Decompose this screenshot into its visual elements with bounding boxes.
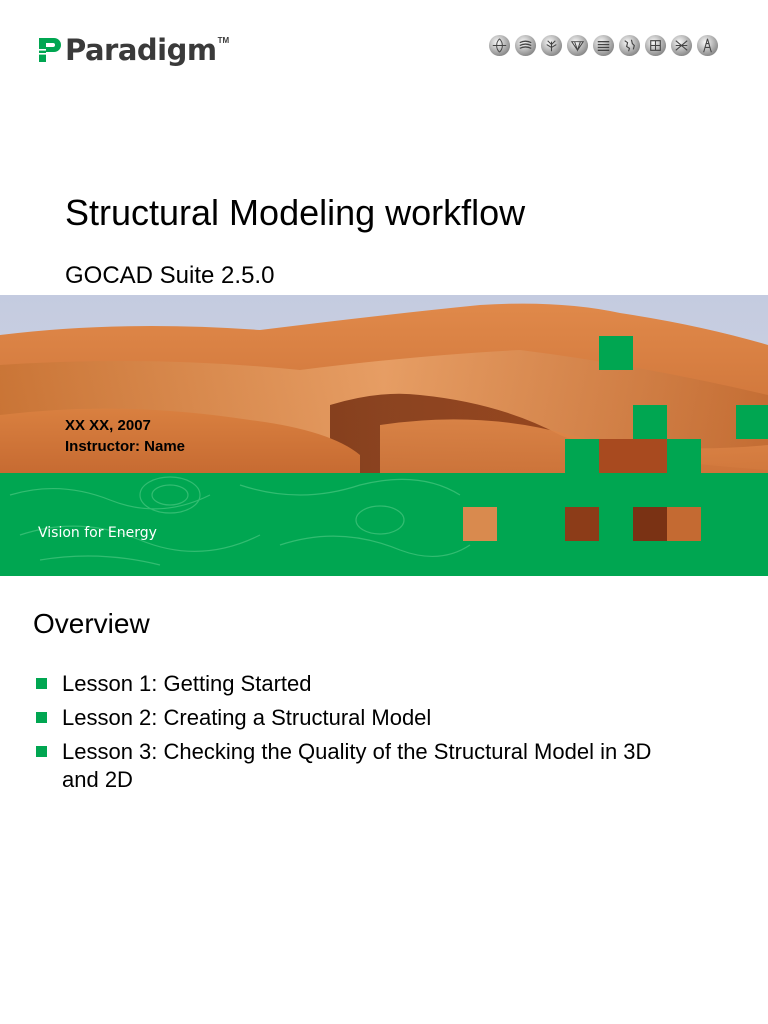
- slide-title: Structural Modeling workflow: [65, 192, 526, 233]
- overview-heading: Overview: [33, 608, 150, 639]
- globe-icon: [488, 34, 511, 57]
- lesson-2-text: Lesson 2: Creating a Structural Model: [62, 705, 432, 730]
- rig-icon: [696, 34, 719, 57]
- desert-banner-graphic: [0, 295, 768, 576]
- list-item: Lesson 2: Creating a Structural Model: [34, 704, 654, 732]
- bullet-square-icon: [36, 746, 47, 757]
- bullet-square-icon: [36, 712, 47, 723]
- grid-icon: [644, 34, 667, 57]
- paradigm-logo: Paradigm TM: [36, 30, 229, 70]
- mesh-icon: [670, 34, 693, 57]
- lesson-list: Lesson 1: Getting Started Lesson 2: Crea…: [34, 670, 654, 800]
- layers-icon: [514, 34, 537, 57]
- map-icon: [618, 34, 641, 57]
- lesson-3-text: Lesson 3: Checking the Quality of the St…: [62, 739, 652, 792]
- fan-icon: [566, 34, 589, 57]
- tree-icon: [540, 34, 563, 57]
- presentation-date: XX XX, 2007: [65, 417, 151, 434]
- hero-banner: [0, 295, 768, 576]
- brand-tagline: Vision for Energy: [38, 525, 157, 541]
- paradigm-logo-mark-icon: [39, 38, 61, 62]
- stack-icon: [592, 34, 615, 57]
- lesson-1-text: Lesson 1: Getting Started: [62, 671, 312, 696]
- trademark-symbol: TM: [217, 36, 230, 45]
- brand-name: Paradigm: [65, 33, 217, 67]
- header-icon-row: [488, 34, 719, 57]
- instructor-name: Instructor: Name: [65, 438, 186, 455]
- slide-subtitle: GOCAD Suite 2.5.0: [65, 262, 275, 289]
- list-item: Lesson 1: Getting Started: [34, 670, 654, 698]
- bullet-square-icon: [36, 678, 47, 689]
- list-item: Lesson 3: Checking the Quality of the St…: [34, 738, 654, 794]
